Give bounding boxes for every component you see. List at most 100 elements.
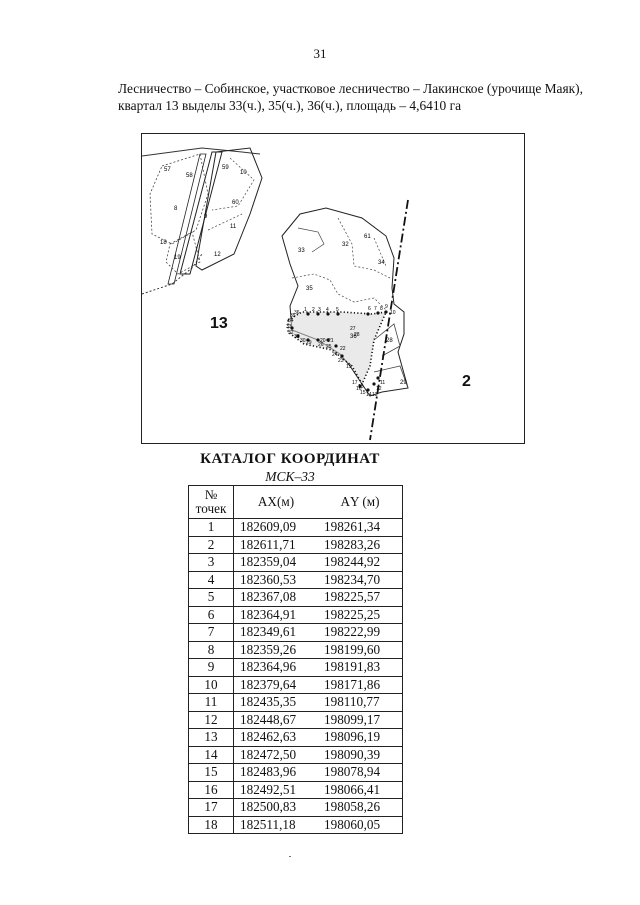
point-label: 36	[294, 310, 300, 316]
plot-label: 29	[400, 380, 407, 386]
ax-cell: 182359,26	[233, 640, 318, 659]
point-number-cell: 8	[188, 640, 234, 659]
point-label: 5	[336, 307, 339, 313]
ax-cell: 182483,96	[233, 763, 318, 782]
point-number-cell: 2	[188, 535, 234, 554]
ay-cell: 198199,60	[318, 640, 403, 659]
point-number-cell: 6	[188, 605, 234, 624]
ay-cell: 198096,19	[318, 728, 403, 747]
road-strip	[167, 153, 207, 285]
point-number-cell: 3	[188, 553, 234, 572]
header-num-symbol: №	[204, 487, 218, 502]
page-number: 31	[313, 46, 327, 61]
plot-label: 36	[350, 334, 357, 340]
ay-cell: 198171,86	[318, 675, 403, 694]
plot-label: 9	[204, 214, 208, 220]
point-label: 15	[360, 390, 366, 396]
point-label: 12	[376, 386, 382, 392]
ay-cell: 198283,26	[318, 535, 403, 554]
ax-cell: 182500,83	[233, 798, 318, 817]
ax-cell: 182511,18	[233, 815, 318, 834]
table-header-row: № точек АХ(м) АY (м)	[188, 485, 403, 519]
ax-cell: 182472,50	[233, 745, 318, 764]
point-label: 8	[380, 306, 383, 312]
plot-label: 8	[174, 206, 178, 212]
point-label: 21	[328, 338, 334, 344]
parcel-area	[287, 311, 388, 386]
point-number-cell: 7	[188, 623, 234, 642]
point-label: 25	[326, 344, 332, 350]
plot-outline	[207, 213, 243, 231]
point-label: 3	[318, 307, 321, 313]
plot-label: 32	[342, 242, 349, 248]
plot-outline	[373, 237, 387, 267]
catalog-subtitle: МСК–33	[265, 469, 315, 484]
ay-cell: 198090,39	[318, 745, 403, 764]
ax-cell: 182462,63	[233, 728, 318, 747]
plot-outline	[149, 153, 209, 245]
point-label: 31	[294, 334, 300, 340]
plot-label: 61	[364, 234, 371, 240]
point-number-cell: 16	[188, 780, 234, 799]
plot-label: 12	[214, 252, 221, 258]
ax-cell: 182611,71	[233, 535, 318, 554]
plot-label: 60	[232, 200, 239, 206]
ay-cell: 198261,34	[318, 518, 403, 537]
document-heading: Лесничество – Собинское, участковое лесн…	[118, 81, 583, 113]
plot-outline	[373, 365, 409, 389]
ax-cell: 182492,51	[233, 780, 318, 799]
ay-cell: 198099,17	[318, 710, 403, 729]
point-number-cell: 4	[188, 570, 234, 589]
ay-cell: 198110,77	[318, 693, 403, 712]
point-label: 7	[374, 306, 377, 312]
point-label: 22	[340, 346, 346, 352]
point-label: 14	[366, 392, 372, 398]
plot-label: 11	[230, 224, 237, 230]
ay-cell: 198225,25	[318, 605, 403, 624]
point-label: 20	[320, 338, 326, 344]
ax-cell: 182349,61	[233, 623, 318, 642]
point-label: 23	[338, 358, 344, 364]
ax-cell: 182359,04	[233, 553, 318, 572]
plot-label: 57	[164, 167, 171, 173]
map-boundary-line	[142, 147, 261, 157]
ax-cell: 182448,67	[233, 710, 318, 729]
point-label: 34	[288, 318, 294, 324]
point-label: 11	[380, 380, 385, 386]
point-number-cell: 18	[188, 815, 234, 834]
page-mark	[289, 856, 291, 857]
plot-label: 19	[174, 255, 181, 261]
ax-cell: 182435,35	[233, 693, 318, 712]
point-label: 2	[312, 307, 315, 313]
ax-cell: 182379,64	[233, 675, 318, 694]
point-label: 33	[286, 324, 292, 330]
ay-cell: 198222,99	[318, 623, 403, 642]
point-label: 19	[346, 364, 352, 370]
point-label: 1	[304, 307, 307, 313]
plot-outline	[195, 147, 263, 271]
ax-cell: 182360,53	[233, 570, 318, 589]
point-label: 30	[300, 338, 306, 344]
map-drawing: 13 2 57 58 59 10 60 8 9 11 18 19 12 33 3…	[142, 147, 471, 441]
point-label: 6	[368, 306, 371, 312]
plot-outline	[297, 227, 325, 253]
point-number-cell: 17	[188, 798, 234, 817]
point-label: 18	[358, 384, 364, 390]
plot-label: 34	[378, 260, 385, 266]
point-label: 17	[352, 380, 358, 386]
ax-cell: 182609,09	[233, 518, 318, 537]
point-number-cell: 5	[188, 588, 234, 607]
ay-cell: 198066,41	[318, 780, 403, 799]
point-number-cell: 9	[188, 658, 234, 677]
plot-label: 18	[160, 240, 167, 246]
ax-cell: 182364,91	[233, 605, 318, 624]
